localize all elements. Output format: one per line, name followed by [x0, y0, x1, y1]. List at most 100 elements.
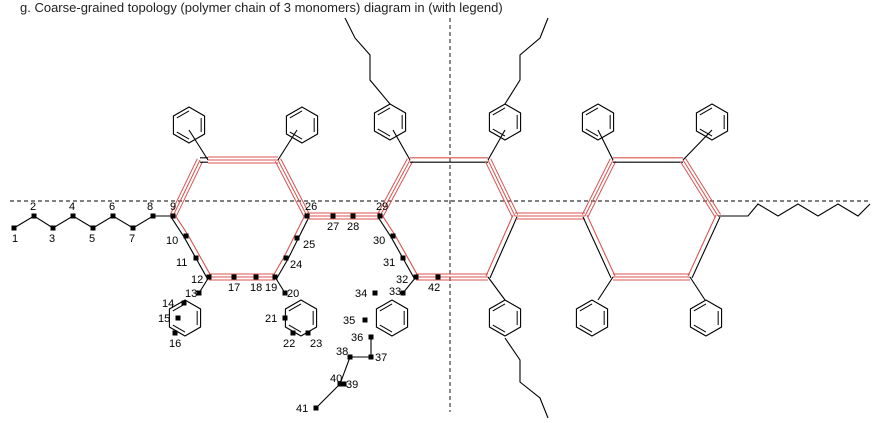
triple-bond [376, 158, 408, 215]
atom-label: 37 [375, 352, 387, 364]
atom-bead [362, 317, 368, 323]
atom-label: 38 [336, 346, 348, 358]
double-bond [272, 256, 285, 277]
double-bond [394, 234, 419, 277]
atom-bead [90, 225, 96, 231]
phenyl-ring [373, 103, 407, 141]
triple-bond [274, 161, 305, 218]
triple-bond [584, 159, 614, 217]
atom-bead [400, 290, 406, 296]
phenyl-ring [172, 106, 206, 144]
atom-bead [150, 213, 156, 219]
aromatic-bond [699, 128, 713, 137]
atom-bead [330, 213, 336, 219]
atom-label: 35 [343, 315, 355, 327]
aromatic-bond [693, 324, 707, 333]
atom-bead [413, 274, 419, 280]
atom-bead [368, 334, 374, 340]
triple-bond [382, 161, 414, 218]
double-bond [276, 258, 289, 279]
triple-bond [277, 159, 308, 217]
atom-label: 26 [305, 201, 317, 213]
atom-bead [196, 290, 202, 296]
atom-label: 15 [158, 313, 170, 325]
aromatic-bond [492, 324, 506, 333]
atom-bead [350, 213, 356, 219]
atom-label: 12 [191, 274, 203, 286]
double-bond [174, 214, 189, 236]
phenyl-ring [284, 299, 318, 337]
atom-bead [304, 213, 310, 219]
atom-bead [193, 255, 199, 261]
atom-bead [31, 213, 37, 219]
aromatic-bond [585, 107, 599, 116]
aromatic-bond [379, 324, 393, 333]
atom-label: 6 [109, 201, 115, 213]
atom-bead [253, 274, 259, 280]
phenyl-link [188, 129, 209, 161]
atom-bead [172, 330, 178, 336]
atom-label: 1 [12, 233, 18, 245]
atom-bead [377, 213, 383, 219]
atom-label: 39 [346, 379, 358, 391]
aromatic-bond [377, 107, 391, 116]
bond [274, 276, 286, 294]
triple-bond [581, 158, 611, 215]
atom-label: 36 [351, 332, 363, 344]
atom-bead [231, 274, 237, 280]
triple-bond [682, 159, 719, 217]
aromatic-bond [379, 303, 393, 312]
triple-bond [175, 161, 204, 218]
atom-bead [50, 225, 56, 231]
atom-bead [283, 255, 289, 261]
double-bond [485, 214, 514, 277]
bead-layer [11, 213, 441, 411]
atom-bead [368, 354, 374, 360]
double-bond [377, 216, 392, 238]
atom-bead [390, 233, 396, 239]
phenyl-link [277, 129, 298, 161]
phenyl-link [392, 129, 411, 161]
phenyl-ring [375, 299, 409, 337]
atom-label: 27 [327, 221, 339, 233]
bond [198, 276, 210, 294]
phenyl-link [597, 129, 614, 161]
pentyl-chain [504, 337, 549, 419]
aromatic-bond [176, 110, 190, 119]
atom-bead [282, 315, 288, 321]
phenyl-link [689, 276, 706, 301]
double-bond [489, 216, 518, 279]
atom-bead [435, 274, 441, 280]
phenyl-ring [488, 299, 522, 337]
aromatic-bond [693, 303, 707, 312]
phenyl-ring [689, 299, 723, 337]
triple-bond [680, 161, 716, 218]
aromatic-bond [172, 324, 186, 333]
atom-label: 28 [347, 221, 359, 233]
atom-label: 10 [166, 235, 178, 247]
phenyl-ring-layer [168, 103, 729, 337]
triple-bond [484, 161, 513, 218]
double-bond [381, 214, 396, 236]
triple-bond [379, 159, 411, 217]
octyl-chain [718, 203, 871, 217]
phenyl-ring [285, 106, 319, 144]
double-bond [582, 216, 612, 279]
aromatic-bond [492, 128, 506, 137]
aromatic-bond [288, 303, 302, 312]
atom-bead [130, 225, 136, 231]
double-bond [187, 234, 212, 277]
aromatic-bond [289, 110, 303, 119]
atom-bead [206, 274, 212, 280]
atom-bead [347, 354, 353, 360]
atom-label: 23 [310, 338, 322, 350]
phenyl-link [487, 276, 506, 301]
phenyl-link [682, 129, 713, 161]
atom-label: 9 [170, 201, 176, 213]
atom-bead [70, 213, 76, 219]
double-bond [586, 214, 616, 277]
atom-bead [337, 381, 343, 387]
atom-bead [11, 225, 17, 231]
